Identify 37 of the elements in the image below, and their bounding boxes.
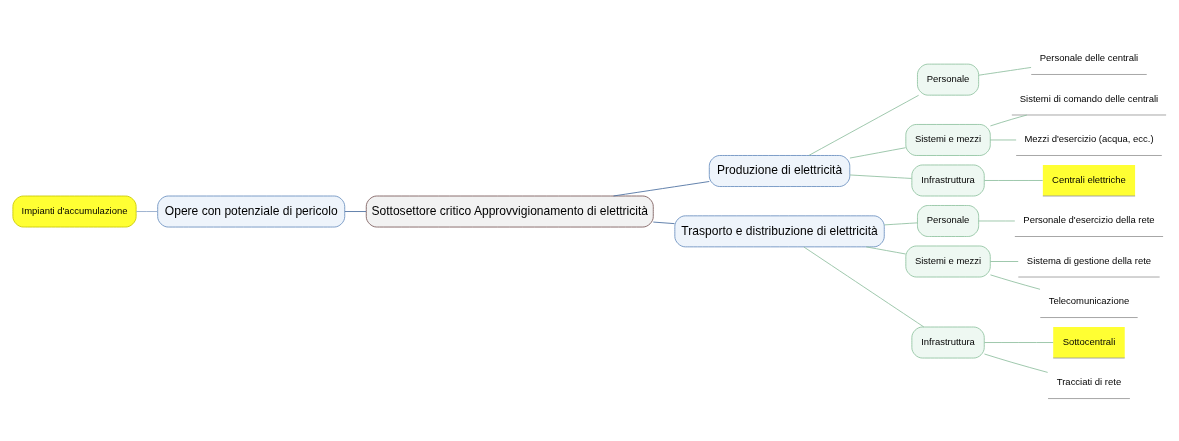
node-text: Tracciati di rete <box>1056 375 1122 387</box>
connector <box>344 210 367 212</box>
node-box: Personale <box>917 204 980 237</box>
connector <box>808 94 920 156</box>
connector <box>989 260 1019 262</box>
node-box: Opere con potenziale di pericolo <box>157 195 346 227</box>
node-box: Infrastruttura <box>911 164 985 196</box>
connector <box>983 341 1054 343</box>
node-text: Telecomunicazione <box>1048 294 1130 306</box>
connector <box>613 180 710 196</box>
node-box: Sottosettore critico Approvvigionamento di elettricità <box>365 195 654 227</box>
connector <box>978 66 1032 76</box>
node-box: Sistemi e mezzi <box>905 245 991 277</box>
connector <box>989 139 1017 140</box>
node-box: Trasporto e distribuzione di elettricità <box>674 214 885 247</box>
connector <box>849 174 913 179</box>
node-text: Personale delle centrali <box>1039 51 1139 63</box>
connector <box>652 221 675 224</box>
connector <box>984 353 1049 373</box>
connector <box>803 246 925 327</box>
connector <box>990 114 1028 126</box>
connector <box>978 220 1016 221</box>
node-text: Sistemi di comando delle centrali <box>1019 92 1159 104</box>
node-box: Infrastruttura <box>911 326 985 358</box>
connector <box>990 273 1041 290</box>
node-text: Mezzi d'esercizio (acqua, ecc.) <box>1024 132 1154 144</box>
node-box: Produzione di elettricità <box>708 154 851 187</box>
node-box: Sistemi e mezzi <box>905 123 991 156</box>
connector <box>983 179 1044 181</box>
connector <box>135 210 158 212</box>
node-text: Sistema di gestione della rete <box>1026 254 1152 266</box>
node-box: Impianti d'accumulazione <box>12 195 137 227</box>
connector <box>849 146 907 158</box>
connector <box>865 245 907 254</box>
node-text: Personale d'esercizio della rete <box>1023 213 1155 225</box>
node-box: Personale <box>917 63 980 96</box>
connector <box>883 221 918 225</box>
